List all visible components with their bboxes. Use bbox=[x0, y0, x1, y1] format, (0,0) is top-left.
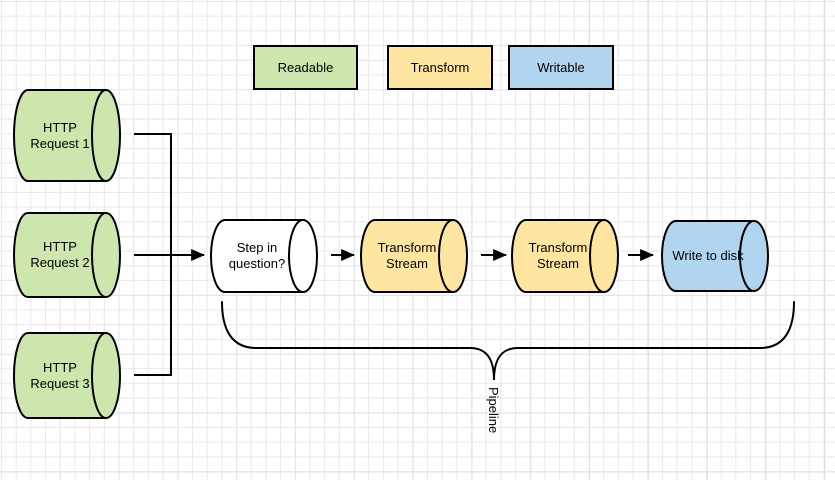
cylinder-cap bbox=[91, 89, 107, 182]
cylinder-cap bbox=[438, 219, 454, 293]
cylinder-body bbox=[210, 219, 318, 293]
legend-swatch-readable bbox=[253, 45, 358, 90]
cylinder-cap bbox=[288, 219, 304, 293]
node-step-in-question[interactable] bbox=[210, 219, 318, 293]
cylinder-body bbox=[360, 219, 468, 293]
cylinder-body bbox=[13, 332, 121, 419]
legend-swatch-writable bbox=[508, 45, 614, 90]
pipeline-brace bbox=[221, 301, 795, 381]
cylinder-body bbox=[661, 220, 769, 292]
cylinder-cap bbox=[589, 219, 605, 293]
node-write-to-disk[interactable] bbox=[661, 220, 769, 292]
node-http-request-2[interactable] bbox=[13, 212, 121, 298]
node-http-request-1[interactable] bbox=[13, 89, 121, 182]
cylinder-body bbox=[13, 89, 121, 182]
node-transform-stream-1[interactable] bbox=[360, 219, 468, 293]
cylinder-cap bbox=[739, 220, 755, 292]
edge-request3-to-bus bbox=[134, 255, 172, 376]
cylinder-cap bbox=[91, 212, 107, 298]
cylinder-cap bbox=[91, 332, 107, 419]
cylinder-body bbox=[13, 212, 121, 298]
cylinder-body bbox=[511, 219, 619, 293]
node-http-request-3[interactable] bbox=[13, 332, 121, 419]
node-transform-stream-2[interactable] bbox=[511, 219, 619, 293]
edge-request1-to-bus bbox=[134, 133, 172, 255]
legend-swatch-transform bbox=[387, 45, 493, 90]
